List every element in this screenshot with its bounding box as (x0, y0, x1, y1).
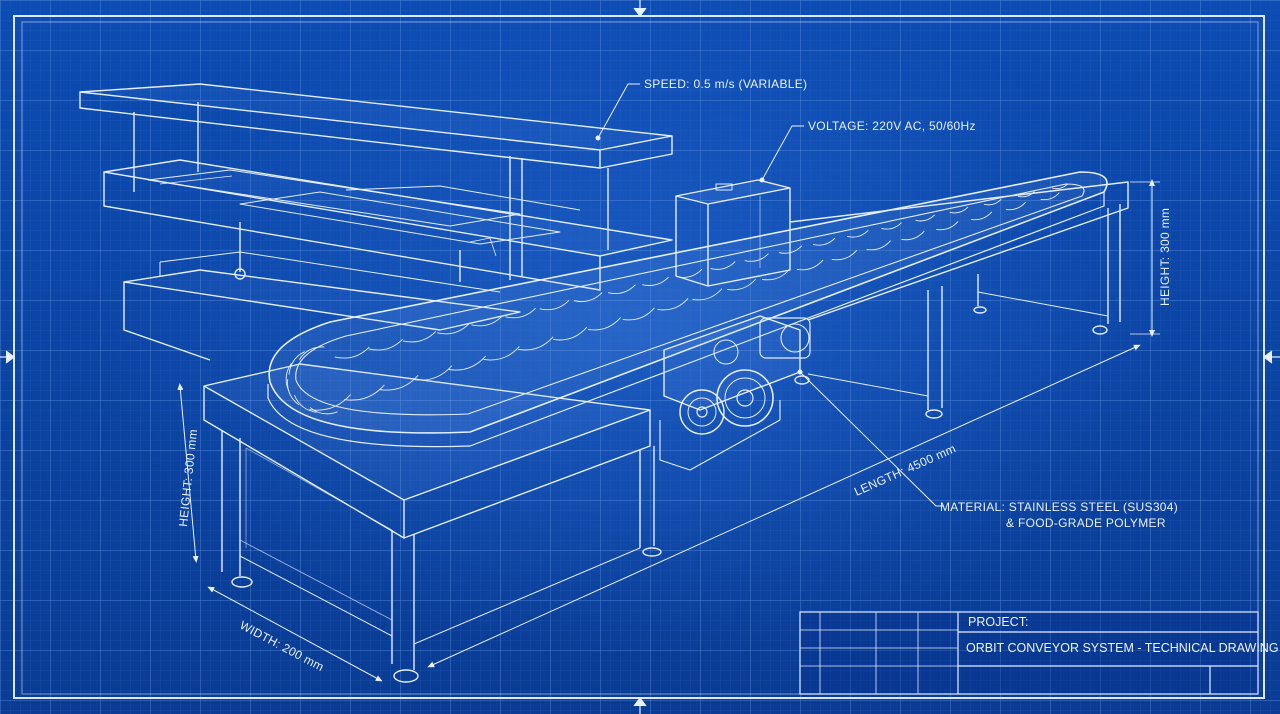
control-box (675, 179, 791, 287)
left-base-box (123, 251, 521, 361)
conveyor-plate (437, 323, 470, 335)
conveyor-plate (881, 222, 902, 230)
project-name: ORBIT CONVEYOR SYSTEM - TECHNICAL DRAWIN… (966, 641, 1279, 655)
conveyor-plate (710, 261, 736, 270)
conveyor-plate (334, 346, 370, 359)
conveyor-plate (866, 240, 891, 251)
conveyor-plate (402, 331, 437, 343)
conveyor-plate (642, 276, 669, 286)
overhead-shelf (79, 83, 673, 280)
conveyor-plate (587, 317, 621, 331)
material-annotation-line1: MATERIAL: STAINLESS STEEL (SUS304) (940, 500, 1179, 514)
conveyor-plate (1040, 192, 1060, 201)
voltage-annotation: VOLTAGE: 220V AC, 50/60Hz (808, 119, 976, 133)
conveyor-plate (309, 407, 338, 415)
conveyor-plate (288, 351, 305, 375)
conveyor-plate (285, 362, 292, 392)
conveyor-plate (505, 307, 536, 319)
conveyor-plate (1052, 183, 1069, 190)
conveyor-plate (553, 326, 588, 341)
conveyor-plate (298, 346, 325, 360)
conveyor-plate (847, 230, 869, 238)
material-annotation-line2: & FOOD-GRADE POLYMER (1006, 516, 1166, 530)
back-table (103, 159, 673, 291)
conveyor-plate (796, 259, 824, 271)
conveyor-plate (378, 374, 419, 391)
conveyor-plate (915, 214, 936, 222)
conveyor-plate (471, 315, 503, 327)
conveyor-plate (901, 230, 925, 241)
project-label: PROJECT: (968, 615, 1029, 629)
conveyor-plate (287, 379, 300, 406)
conveyor-plate (607, 284, 636, 295)
conveyor-plate (539, 300, 570, 311)
conveyor-plate (949, 206, 969, 214)
title-block (799, 611, 1259, 695)
conveyor-plate (622, 307, 655, 321)
conveyor-plate (778, 245, 803, 254)
conveyor-plate (727, 278, 756, 291)
conveyor-plate (762, 269, 790, 281)
conveyor-plate (294, 394, 317, 413)
conveyor-plate (1005, 201, 1026, 211)
conveyor-plate (983, 198, 1002, 206)
conveyor-plate (692, 288, 723, 301)
height-right-annotation: HEIGHT: 300 mm (1158, 207, 1172, 306)
conveyor-plate (812, 237, 836, 246)
conveyor-plate (744, 253, 769, 262)
dimension-lines (177, 83, 1160, 682)
conveyor-plate (573, 292, 603, 303)
conveyor-plate (936, 221, 959, 231)
conveyor-plate (657, 298, 689, 311)
conveyor-plate (970, 211, 993, 221)
conveyor-plate (368, 338, 403, 351)
conveyor-plate (831, 249, 858, 261)
speed-annotation: SPEED: 0.5 m/s (VARIABLE) (644, 77, 808, 91)
conveyor-plate (344, 384, 385, 401)
